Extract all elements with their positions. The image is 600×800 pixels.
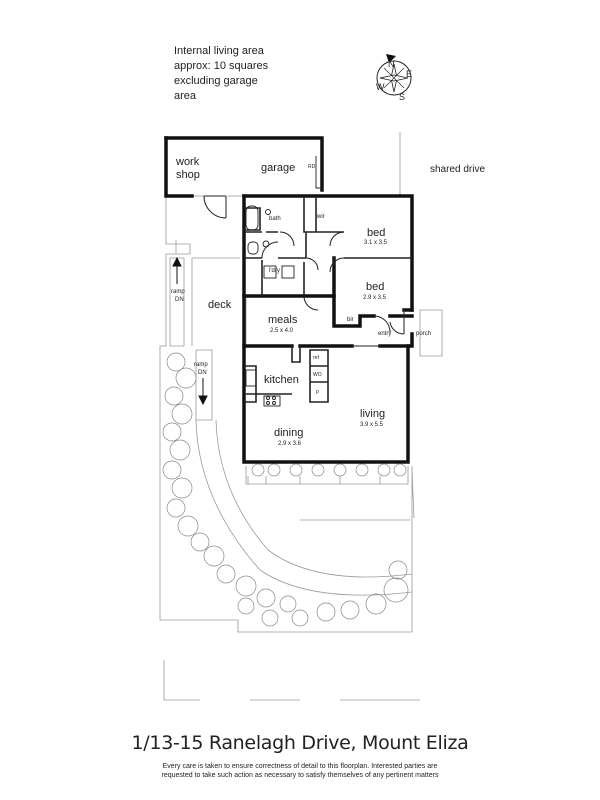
wir-label: wir xyxy=(317,214,325,220)
meals-size: 2.5 x 4.0 xyxy=(270,328,294,334)
ramp-arrows xyxy=(172,256,208,406)
compass-n: N xyxy=(388,59,395,69)
pantry-label: p xyxy=(316,389,319,395)
wall-oven-label: WO xyxy=(313,372,322,378)
doors xyxy=(203,195,405,347)
meals-label: meals xyxy=(268,314,298,326)
ramp2-label-1: ramp xyxy=(194,362,208,368)
living-size: 3.9 x 5.5 xyxy=(360,422,384,428)
note-line-4: area xyxy=(174,90,197,102)
compass-w: W xyxy=(376,82,385,92)
dining-size: 2.9 x 3.6 xyxy=(278,441,302,447)
workshop-label-2: shop xyxy=(176,169,200,181)
garden-outline xyxy=(159,132,443,701)
note-line-3: excluding garage xyxy=(174,75,258,87)
fixtures xyxy=(245,156,322,407)
laundry-label: l'dry xyxy=(269,268,280,274)
disclaimer-line-2: requested to take such action as necessa… xyxy=(161,772,439,779)
dining-label: dining xyxy=(274,427,304,439)
kitchen-label: kitchen xyxy=(264,374,299,386)
bed2-size: 2.9 x 3.5 xyxy=(363,295,387,301)
bed1-label: bed xyxy=(367,227,386,239)
deck-label: deck xyxy=(208,299,232,311)
ramp2-label-2: DN xyxy=(198,370,207,376)
bath-label: bath xyxy=(269,216,281,222)
internal-area-note: Internal living area approx: 10 squares … xyxy=(174,44,304,104)
shared-drive-label: shared drive xyxy=(430,164,486,175)
bed2-label: bed xyxy=(366,281,385,293)
disclaimer-line-1: Every care is taken to ensure correctnes… xyxy=(162,763,438,770)
garage-rd-label: RD xyxy=(308,164,316,170)
living-label: living xyxy=(360,408,386,420)
bir-label: bir xyxy=(347,317,354,323)
compass-rose-icon: N E S W xyxy=(366,50,420,104)
ramp1-label-1: ramp xyxy=(171,289,185,295)
ramp1-label-2: DN xyxy=(175,297,184,303)
compass-s: S xyxy=(399,92,406,102)
garage-label: garage xyxy=(261,162,296,174)
disclaimer: Every care is taken to ensure correctnes… xyxy=(0,762,600,780)
compass-e: E xyxy=(406,69,413,79)
ref-label: ref xyxy=(313,355,319,361)
entry-label: entry xyxy=(378,331,392,337)
internal-walls xyxy=(244,196,412,403)
garden-shrubs xyxy=(162,352,409,627)
note-line-2: approx: 10 squares xyxy=(174,60,269,72)
note-line-1: Internal living area xyxy=(174,45,264,57)
bed1-size: 3.1 x 3.5 xyxy=(364,240,388,246)
property-address-title: 1/13-15 Ranelagh Drive, Mount Eliza xyxy=(131,732,469,754)
porch-label: porch xyxy=(416,331,432,337)
workshop-label-1: work xyxy=(176,156,200,168)
